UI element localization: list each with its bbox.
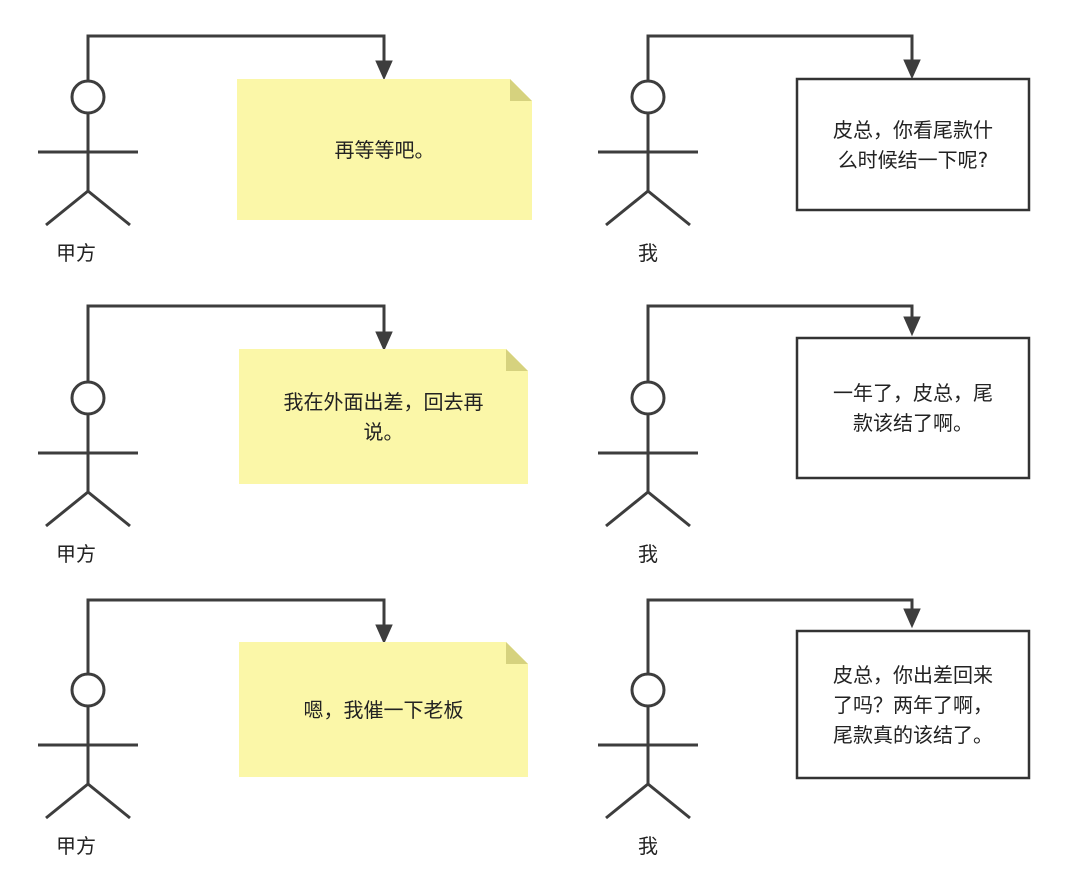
- me-column-row-3: [598, 598, 1031, 820]
- me-row-1-label: 我: [638, 241, 658, 265]
- me-row-1-right-leg: [647, 189, 691, 227]
- me-row-3-stick-figure: [598, 672, 698, 820]
- client-row-1-left-leg: [45, 189, 89, 227]
- client-row-1-sticky-note: [237, 79, 532, 220]
- me-row-2-message-arrow: [646, 304, 921, 382]
- client-row-2-arrow-line: [86, 304, 386, 382]
- conversation-row-3: [38, 598, 1031, 820]
- me-row-2-right-leg: [647, 490, 691, 528]
- me-row-1-arrow-line: [646, 34, 914, 81]
- client-row-3-sticky-note: [239, 642, 528, 777]
- client-row-3-right-leg: [87, 782, 131, 820]
- client-row-1-arrow-head: [375, 60, 393, 81]
- client-row-1-message-arrow: [86, 34, 393, 81]
- client-column-row-2: [38, 304, 528, 528]
- me-row-2-text: 一年了，皮总，尾款该结了啊。: [797, 338, 1029, 478]
- client-row-1-stick-figure: [38, 79, 138, 227]
- client-row-1-head: [70, 79, 106, 115]
- me-row-3-left-leg: [605, 782, 649, 820]
- me-row-1-message-arrow: [646, 34, 921, 81]
- me-row-2-head: [630, 380, 666, 416]
- client-row-3-label: 甲方: [56, 834, 96, 858]
- client-row-1-arrow-line: [86, 34, 386, 81]
- client-row-2-message-arrow: [86, 304, 393, 382]
- me-row-1-left-leg: [605, 189, 649, 227]
- me-row-2-arrow-head: [903, 316, 921, 337]
- client-row-3-arrow-line: [86, 598, 386, 674]
- me-row-3-head: [630, 672, 666, 708]
- client-row-3-arrow-head: [375, 624, 393, 645]
- client-row-3-message-arrow: [86, 598, 393, 674]
- client-column-row-1: [38, 34, 532, 227]
- client-row-1-text-lines: 再等等吧。: [335, 135, 435, 165]
- me-row-3-right-leg: [647, 782, 691, 820]
- me-row-2-stick-figure: [598, 380, 698, 528]
- client-row-2-text-line: 我在外面出差，回去再: [283, 389, 484, 414]
- client-row-2-text: 我在外面出差，回去再说。: [239, 349, 528, 484]
- client-row-2-label: 甲方: [56, 542, 96, 566]
- me-row-2-text-lines: 一年了，皮总，尾款该结了啊。: [833, 378, 993, 438]
- client-row-2-note-body: [239, 349, 528, 484]
- me-row-3-text-lines: 皮总，你出差回来了吗？两年了啊， 尾款真的该结了。: [833, 660, 993, 750]
- me-row-3-text-line: 皮总，你出差回来: [833, 662, 993, 687]
- me-row-1-text-lines: 皮总，你看尾款什么时候结一下呢?: [833, 115, 993, 175]
- client-row-3-note-fold: [506, 642, 528, 664]
- client-row-1-note-body: [237, 79, 532, 220]
- me-row-3-text: 皮总，你出差回来了吗？两年了啊， 尾款真的该结了。: [797, 631, 1029, 778]
- me-row-1-text: 皮总，你看尾款什么时候结一下呢?: [797, 79, 1029, 210]
- me-row-1-text-line: 皮总，你看尾款什: [833, 117, 993, 142]
- me-row-2-left-leg: [605, 490, 649, 528]
- client-row-1-text: 再等等吧。: [237, 79, 532, 220]
- me-row-1-message-box: [795, 77, 1031, 212]
- client-row-2-left-leg: [45, 490, 89, 528]
- client-row-3-note-body: [239, 642, 528, 777]
- conversation-row-1: [38, 34, 1031, 227]
- client-row-2-text-lines: 我在外面出差，回去再说。: [284, 387, 484, 447]
- me-column-row-2: [598, 304, 1031, 528]
- client-row-2-note-fold: [506, 349, 528, 371]
- me-row-3-arrow-head: [903, 608, 921, 629]
- me-row-2-text-line: 款该结了啊。: [853, 411, 973, 435]
- me-row-3-message-box: [795, 629, 1031, 780]
- client-row-2-right-leg: [87, 490, 131, 528]
- me-row-1-stick-figure: [598, 79, 698, 227]
- client-row-1-text-line: 再等等吧。: [334, 137, 435, 162]
- client-row-3-text-line: 嗯，我催一下老板: [303, 697, 464, 722]
- client-row-1-label: 甲方: [56, 241, 96, 265]
- client-row-3-text: 嗯，我催一下老板: [239, 642, 528, 777]
- me-row-3-text-line: 了吗？两年了啊，: [833, 692, 993, 717]
- client-row-3-stick-figure: [38, 672, 138, 820]
- me-row-3-message-arrow: [646, 598, 921, 674]
- client-row-2-stick-figure: [38, 380, 138, 528]
- me-row-2-label: 我: [638, 542, 658, 566]
- client-row-3-text-lines: 嗯，我催一下老板: [304, 695, 464, 725]
- me-row-3-arrow-line: [646, 598, 914, 674]
- client-row-2-head: [70, 380, 106, 416]
- client-row-2-sticky-note: [239, 349, 528, 484]
- client-row-1-right-leg: [87, 189, 131, 227]
- me-row-1-head: [630, 79, 666, 115]
- client-column-row-3: [38, 598, 528, 820]
- me-row-2-message-box: [795, 336, 1031, 480]
- conversation-row-2: [38, 304, 1031, 528]
- me-row-2-text-line: 一年了，皮总，尾: [833, 381, 993, 405]
- me-row-3-text-line: 尾款真的该结了。: [833, 722, 993, 747]
- me-row-3-label: 我: [638, 834, 658, 858]
- me-row-1-text-line: 么时候结一下呢?: [837, 147, 989, 172]
- client-row-2-text-line: 说。: [363, 419, 404, 444]
- me-row-1-arrow-head: [903, 59, 921, 80]
- me-column-row-1: [598, 34, 1031, 227]
- client-row-2-arrow-head: [375, 331, 393, 352]
- client-row-3-head: [70, 672, 106, 708]
- client-row-3-left-leg: [45, 782, 89, 820]
- client-row-1-note-fold: [510, 79, 532, 101]
- me-row-2-arrow-line: [646, 304, 914, 382]
